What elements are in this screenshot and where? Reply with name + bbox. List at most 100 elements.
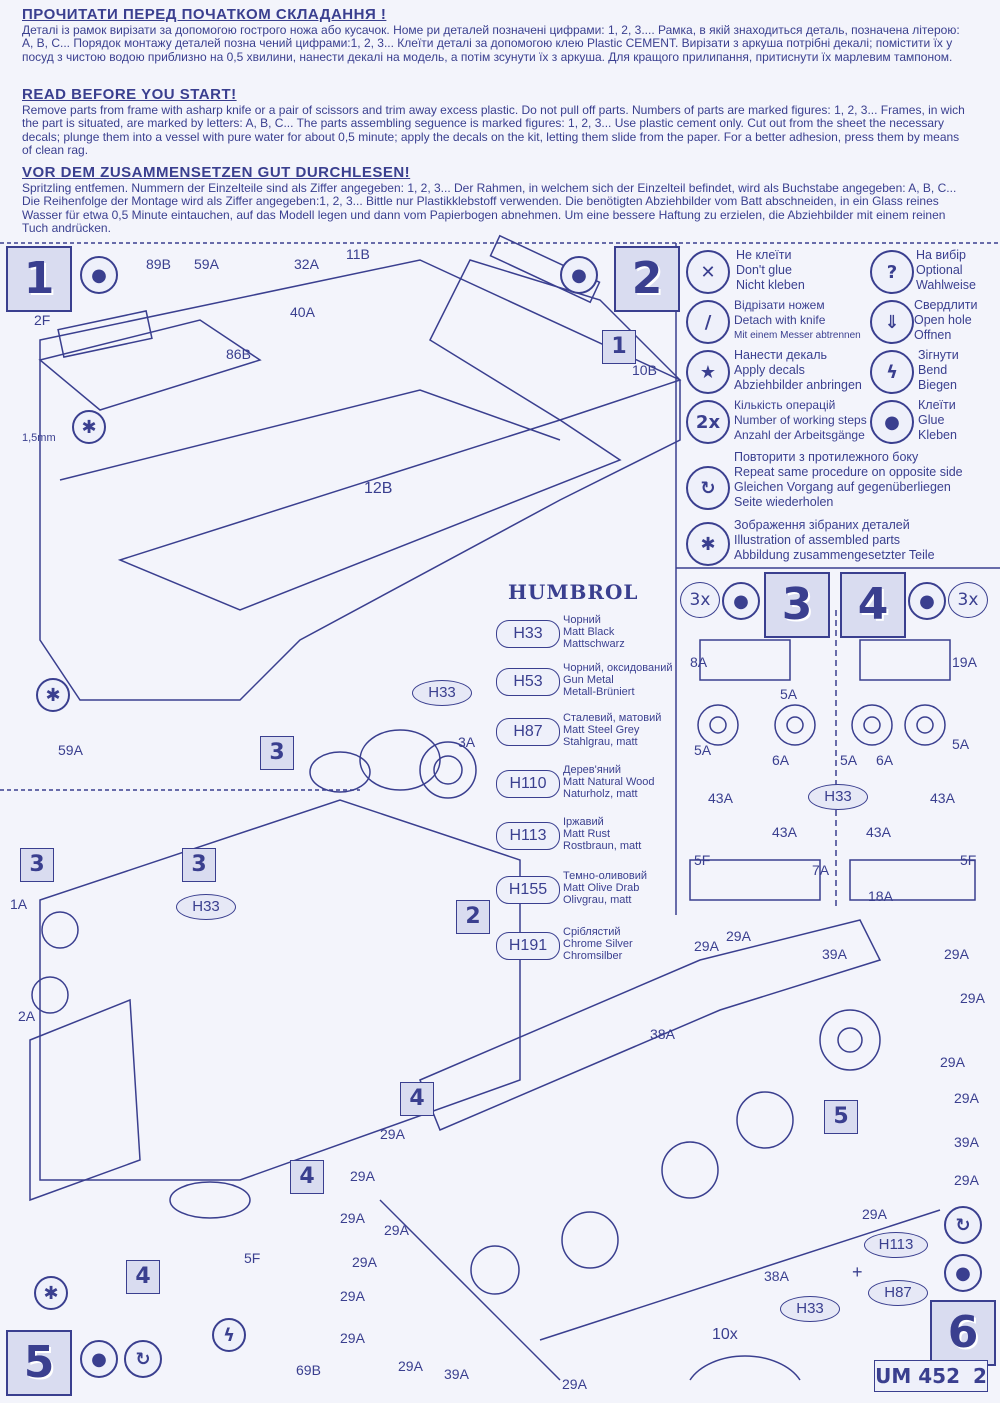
bend-icon: ϟ [870, 350, 914, 394]
repeat-icon: ↻ [686, 466, 730, 510]
page-number: 2 [972, 1364, 987, 1388]
part-label: 29A [340, 1330, 365, 1346]
subassembly-4c-badge: 4 [126, 1260, 160, 1294]
part-label: 2A [18, 1008, 36, 1024]
step-6-badge: 6 [930, 1300, 996, 1366]
knife-icon: / [686, 300, 730, 344]
subassembly-1-badge: 1 [602, 330, 636, 364]
part-label: 1A [10, 896, 28, 912]
ukrainian-instructions: ПРОЧИТАТИ ПЕРЕД ПОЧАТКОМ СКЛАДАННЯ ! Дет… [22, 6, 972, 64]
english-instructions: READ BEFORE YOU START! Remove parts from… [22, 86, 972, 158]
operations-icon: 2x [686, 400, 730, 444]
paint-code-h87: H87 [496, 718, 560, 746]
paint-code-h110: H110 [496, 770, 560, 798]
paint-code-h53: H53 [496, 668, 560, 696]
part-label: 2F [34, 312, 51, 328]
paint-callout: H33 [412, 680, 472, 706]
part-label: 29A [694, 938, 719, 954]
glue-icon: ● [722, 582, 760, 620]
glue-icon: ● [560, 256, 598, 294]
paint-code-h155: H155 [496, 876, 560, 904]
part-label: 43A [708, 790, 733, 806]
part-label: 12B [364, 480, 393, 497]
repeat-icon: ↻ [944, 1206, 982, 1244]
part-label: 43A [930, 790, 955, 806]
paint-callout: H87 [868, 1280, 928, 1306]
paint-code-h191: H191 [496, 932, 560, 960]
part-label: 38A [764, 1268, 789, 1284]
subassembly-5-badge: 5 [824, 1100, 858, 1134]
decal-icon: ★ [686, 350, 730, 394]
german-title: VOR DEM ZUSAMMENSETZEN GUT DURCHLESEN! [22, 164, 411, 181]
part-label: 11B [346, 246, 370, 262]
paint-code-h113: H113 [496, 822, 560, 850]
glue-icon: ● [908, 582, 946, 620]
paint-callout: H33 [808, 784, 868, 810]
assembled-icon: ✱ [686, 522, 730, 566]
step-4-badge: 4 [840, 572, 906, 638]
part-label: 29A [862, 1206, 887, 1222]
assembled-icon: ✱ [34, 1276, 68, 1310]
part-label: 7A [812, 862, 830, 878]
assembled-icon: ✱ [72, 410, 106, 444]
english-text: Remove parts from frame with asharp knif… [22, 102, 965, 157]
ukrainian-title: ПРОЧИТАТИ ПЕРЕД ПОЧАТКОМ СКЛАДАННЯ ! [22, 6, 387, 23]
bend-icon: ϟ [212, 1318, 246, 1352]
step-4-multiplier: 3x [948, 582, 988, 618]
part-label: 29A [954, 1090, 979, 1106]
part-label: 29A [380, 1126, 405, 1142]
part-label: 59A [194, 256, 219, 272]
part-label: 29A [944, 946, 969, 962]
subassembly-3b-badge: 3 [20, 848, 54, 882]
subassembly-4b-badge: 4 [290, 1160, 324, 1194]
part-label: 18A [868, 888, 893, 904]
step-2-badge: 2 [614, 246, 680, 312]
part-label: 29A [726, 928, 751, 944]
ukrainian-text: Деталі із рамок вирізати за допомогою го… [22, 22, 960, 64]
paint-callout: H113 [864, 1232, 928, 1258]
paint-callout: H33 [780, 1296, 840, 1322]
part-label: 5A [694, 742, 712, 758]
english-title: READ BEFORE YOU START! [22, 86, 237, 103]
part-label: 10B [632, 362, 657, 378]
part-label: 59A [58, 742, 83, 758]
part-label: 3A [458, 734, 476, 750]
repeat-icon: ↻ [124, 1340, 162, 1378]
part-label: 5F [694, 852, 711, 868]
glue-icon: ● [944, 1254, 982, 1292]
part-label: 43A [866, 824, 891, 840]
part-label: 5A [840, 752, 858, 768]
subassembly-3-badge: 3 [260, 736, 294, 770]
assembled-icon: ✱ [36, 678, 70, 712]
part-label: 69B [296, 1362, 321, 1378]
part-label: 29A [960, 990, 985, 1006]
part-label: 39A [954, 1134, 979, 1150]
step-3-multiplier: 3x [680, 582, 720, 618]
paint-callout: H33 [176, 894, 236, 920]
subassembly-2-badge: 2 [456, 900, 490, 934]
step-1-badge: 1 [6, 246, 72, 312]
drill-icon: ⇓ [870, 300, 914, 344]
glue-icon: ● [80, 1340, 118, 1378]
dimension-label: 1,5mm [22, 432, 56, 444]
subassembly-3c-badge: 3 [182, 848, 216, 882]
part-label: 5F [960, 852, 977, 868]
part-label: 29A [352, 1254, 377, 1270]
part-label: 29A [398, 1358, 423, 1374]
part-label: 40A [290, 304, 315, 320]
part-label: 6A [876, 752, 894, 768]
part-label: 29A [384, 1222, 409, 1238]
part-label: 29A [954, 1172, 979, 1188]
